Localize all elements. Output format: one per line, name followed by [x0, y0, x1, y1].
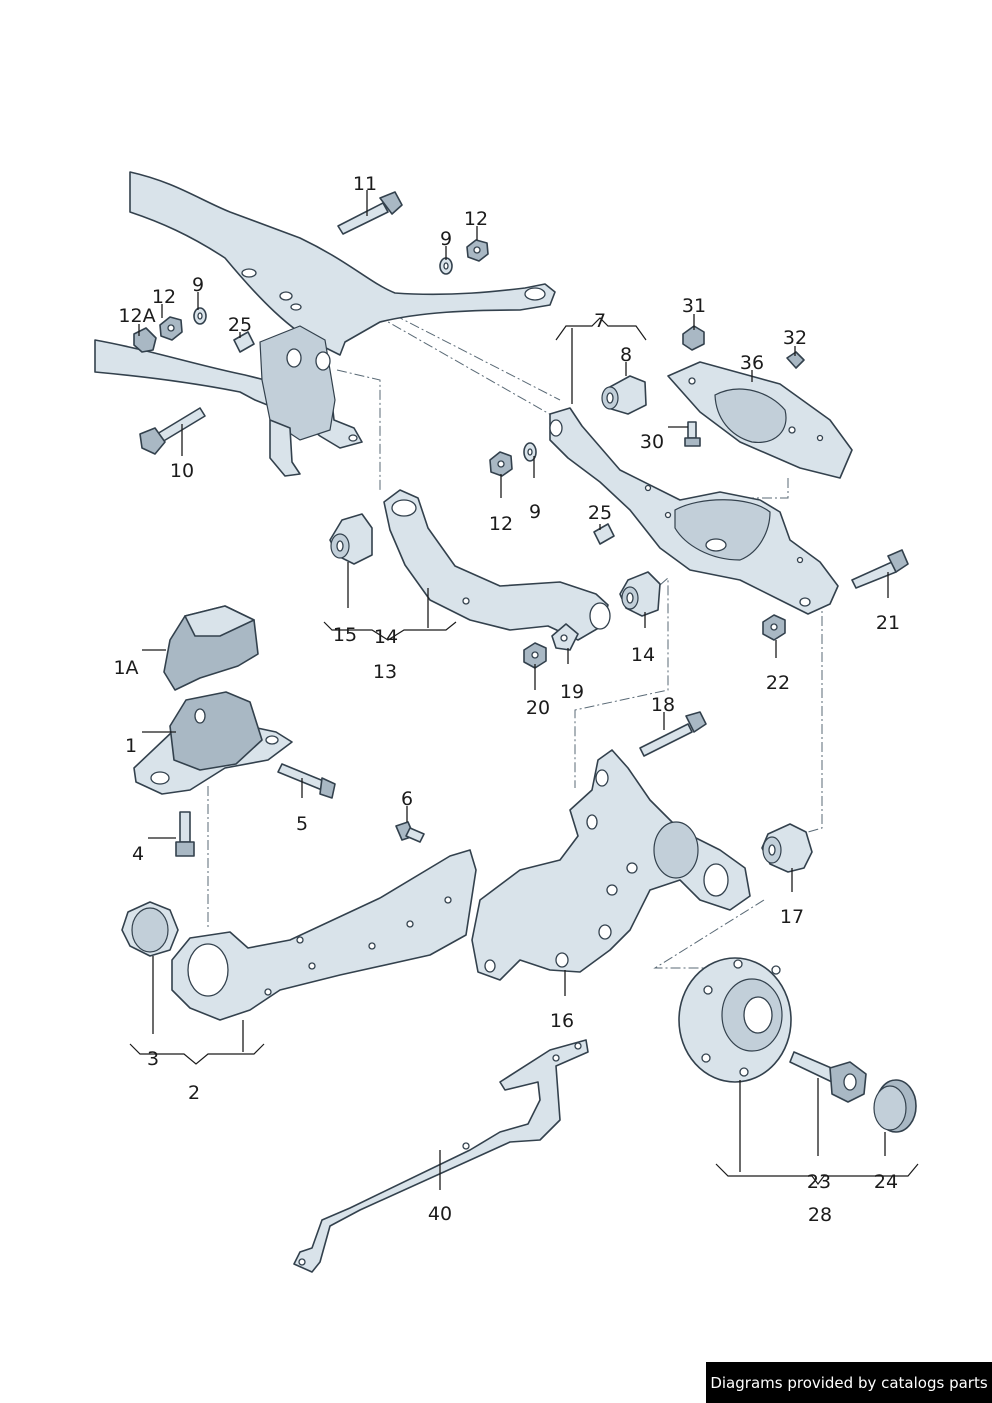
callout-5: 5 [296, 813, 308, 835]
callout-8: 8 [620, 344, 632, 366]
clip-32 [786, 351, 805, 369]
spring-plate-36 [667, 361, 853, 479]
callout-13: 13 [373, 661, 397, 683]
lower-control-arm-7 [549, 407, 839, 615]
cap-12a [133, 327, 157, 353]
callout-3: 3 [147, 1048, 159, 1070]
washer-9-mid [523, 442, 537, 462]
bolt-11 [337, 191, 403, 235]
callout-9: 9 [440, 228, 452, 250]
callout-18: 18 [651, 694, 675, 716]
trailing-arm-2 [171, 849, 477, 1021]
callout-9: 9 [529, 501, 541, 523]
wheel-hub-23 [678, 957, 792, 1083]
callout-10: 10 [170, 460, 194, 482]
callout-6: 6 [401, 788, 413, 810]
callout-25: 25 [588, 502, 612, 524]
callout-22: 22 [766, 672, 790, 694]
bolt-10 [139, 407, 206, 455]
callout-14: 14 [374, 626, 398, 648]
callout-24: 24 [874, 1171, 898, 1193]
callout-28: 28 [808, 1204, 832, 1226]
leader-lines [138, 190, 889, 1190]
subframe [94, 171, 556, 477]
callout-12: 12 [464, 208, 488, 230]
callout-2: 2 [188, 1082, 200, 1104]
callout-12: 12 [489, 513, 513, 535]
callout-21: 21 [876, 612, 900, 634]
callout-20: 20 [526, 697, 550, 719]
callout-25: 25 [228, 314, 252, 336]
callout-12: 12 [152, 286, 176, 308]
dust-cap-24 [873, 1079, 917, 1133]
callout-15: 15 [333, 624, 357, 646]
sleeve-25-mid [593, 523, 615, 545]
callout-31: 31 [682, 295, 706, 317]
washer-19 [551, 623, 579, 651]
callout-17: 17 [780, 906, 804, 928]
callout-4: 4 [132, 843, 144, 865]
callout-12a: 12A [118, 305, 155, 327]
callout-14: 14 [631, 644, 655, 666]
callout-1a: 1A [113, 657, 138, 679]
callout-labels: 11 12 9 9 12 12A 25 10 7 8 31 32 36 30 1… [113, 173, 900, 1226]
callout-16: 16 [550, 1010, 574, 1032]
callout-19: 19 [560, 681, 584, 703]
footer-attribution: Diagrams provided by catalogs parts [706, 1362, 992, 1403]
bolt-6 [395, 821, 425, 843]
upper-link-14 [383, 489, 611, 641]
bolt-30 [684, 421, 701, 447]
bushing-3 [121, 901, 179, 957]
bolt-21 [851, 549, 909, 589]
group-brackets [129, 317, 919, 1185]
washer-9-top [439, 257, 453, 275]
callout-11: 11 [353, 173, 377, 195]
hub-bolt-23 [789, 1051, 867, 1103]
bushing-15 [329, 513, 373, 565]
callout-36: 36 [740, 352, 764, 374]
bushing-17 [761, 823, 813, 873]
callout-23: 23 [807, 1171, 831, 1193]
callout-32: 32 [783, 327, 807, 349]
nut-12-top [466, 239, 489, 262]
callout-30: 30 [640, 431, 664, 453]
nut-20 [523, 642, 547, 669]
callout-1: 1 [125, 735, 137, 757]
nut-22 [762, 614, 786, 641]
callout-7: 7 [594, 310, 606, 332]
nut-12-mid [489, 451, 513, 477]
sleeve-25-top [233, 331, 255, 353]
bolt-5 [277, 763, 336, 799]
callout-40: 40 [428, 1203, 452, 1225]
wheel-bearing-housing-16 [471, 749, 751, 981]
nut-12-left [159, 316, 183, 341]
brake-line-bracket-40 [293, 1039, 589, 1273]
washer-9-left [193, 307, 207, 325]
rubber-buffer-1a [163, 605, 259, 691]
mounting-bracket-1 [133, 691, 293, 795]
bushing-14 [619, 571, 661, 617]
callout-9: 9 [192, 274, 204, 296]
bushing-8 [601, 375, 647, 415]
bolt-4 [175, 811, 195, 857]
bolt-18 [639, 711, 707, 757]
